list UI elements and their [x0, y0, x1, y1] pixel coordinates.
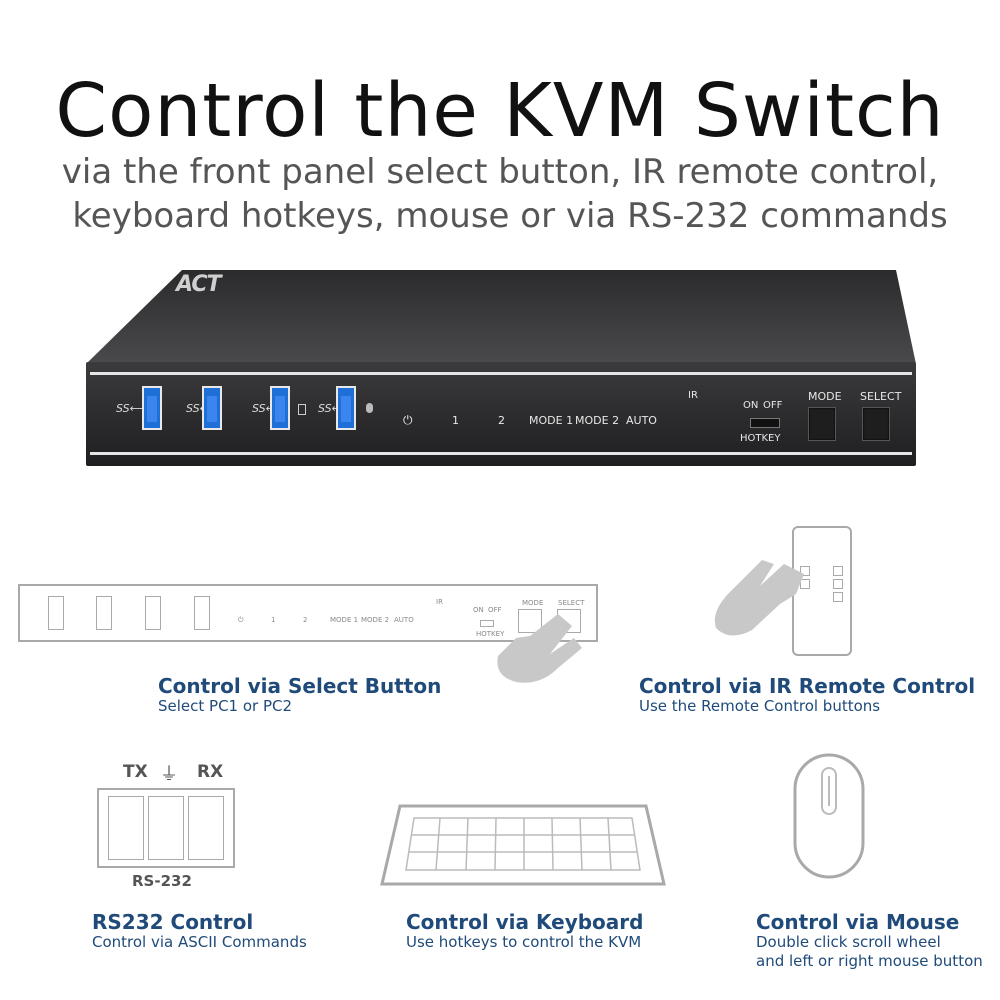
remote-button: [800, 566, 810, 576]
hand-pointer-icon: [497, 614, 582, 683]
rs232-terminal-tx: [108, 796, 144, 860]
front-panel-drawing: [18, 584, 598, 642]
panel-mode-label: MODE: [522, 599, 544, 607]
panel-hotkey-switch: [480, 620, 494, 627]
rs232-label: RS-232: [132, 872, 192, 890]
usb-port-4[interactable]: [336, 386, 356, 430]
panel-pc1-label: 1: [271, 616, 276, 624]
act-logo: ACT: [176, 272, 222, 297]
mode2-indicator-label: MODE 2: [575, 414, 620, 427]
caption-rs232-heading: RS232 Control: [92, 910, 254, 934]
panel-mode1-label: MODE 1: [330, 616, 359, 624]
rs232-connector-drawing: [97, 788, 235, 868]
caption-mouse-sub1: Double click scroll wheel: [756, 933, 941, 951]
mouse-port-icon: [366, 403, 373, 413]
hotkey-switch[interactable]: [750, 418, 780, 428]
device-top-surface: [86, 270, 916, 364]
panel-usb-port-4: [194, 596, 210, 630]
hotkey-off-label: OFF: [763, 400, 783, 411]
caption-select-sub: Select PC1 or PC2: [158, 697, 293, 715]
pc1-indicator-label: 1: [452, 414, 459, 427]
rs232-tx-label: TX: [123, 762, 148, 782]
panel-usb-port-2: [96, 596, 112, 630]
caption-mouse-heading: Control via Mouse: [756, 910, 960, 934]
power-icon: ⏻: [403, 413, 413, 427]
mode1-indicator-label: MODE 1: [529, 414, 574, 427]
usb-symbol-1: SS⟷: [116, 402, 146, 415]
device-front-panel: [86, 362, 916, 466]
panel-power-icon: ⏻: [238, 616, 244, 624]
keyboard-port-icon: [298, 404, 306, 415]
subtitle-line-2: keyboard hotkeys, mouse or via RS-232 co…: [72, 196, 948, 236]
caption-rs232-sub: Control via ASCII Commands: [92, 933, 307, 951]
usb-port-1[interactable]: [142, 386, 162, 430]
page-title: Control the KVM Switch: [55, 68, 945, 154]
caption-mouse-sub2: and left or right mouse button: [756, 952, 983, 970]
caption-select-heading: Control via Select Button: [158, 674, 442, 698]
usb-port-2[interactable]: [202, 386, 222, 430]
select-button-label: SELECT: [860, 390, 902, 403]
caption-ir-sub: Use the Remote Control buttons: [639, 697, 881, 715]
keyboard-icon: [380, 804, 666, 886]
subtitle-line-1: via the front panel select button, IR re…: [61, 152, 939, 192]
caption-keyboard-heading: Control via Keyboard: [406, 910, 644, 934]
caption-keyboard-sub: Use hotkeys to control the KVM: [406, 933, 642, 951]
panel-pc2-label: 2: [303, 616, 308, 624]
panel-off-label: OFF: [488, 606, 502, 614]
front-trim-bottom: [90, 452, 912, 455]
remote-button: [833, 566, 843, 576]
remote-button: [833, 579, 843, 589]
usb-port-3[interactable]: [270, 386, 290, 430]
rs232-rx-label: RX: [197, 762, 224, 782]
panel-select-label: SELECT: [558, 599, 585, 607]
hotkey-on-label: ON: [743, 400, 759, 411]
hand-remote-icon: [714, 560, 804, 636]
mouse-icon: [793, 753, 865, 879]
panel-mode2-label: MODE 2: [361, 616, 390, 624]
ir-sensor-label: IR: [688, 390, 698, 401]
remote-button: [800, 579, 810, 589]
panel-usb-port-3: [145, 596, 161, 630]
panel-auto-label: AUTO: [394, 616, 414, 624]
panel-ir-label: IR: [436, 598, 443, 606]
ground-icon: ⏚: [160, 764, 178, 785]
panel-mode-button: [518, 609, 542, 633]
panel-usb-port-1: [48, 596, 64, 630]
remote-button: [833, 592, 843, 602]
panel-hotkey-label: HOTKEY: [476, 630, 505, 638]
caption-ir-heading: Control via IR Remote Control: [639, 674, 976, 698]
hotkey-label: HOTKEY: [740, 433, 781, 444]
auto-indicator-label: AUTO: [626, 414, 657, 427]
pc2-indicator-label: 2: [498, 414, 505, 427]
rs232-terminal-ground: [148, 796, 184, 860]
rs232-terminal-rx: [188, 796, 224, 860]
mode-button-label: MODE: [808, 390, 842, 403]
front-trim-top: [90, 372, 912, 375]
select-button[interactable]: [862, 407, 890, 441]
panel-on-label: ON: [473, 606, 484, 614]
mode-button[interactable]: [808, 407, 836, 441]
